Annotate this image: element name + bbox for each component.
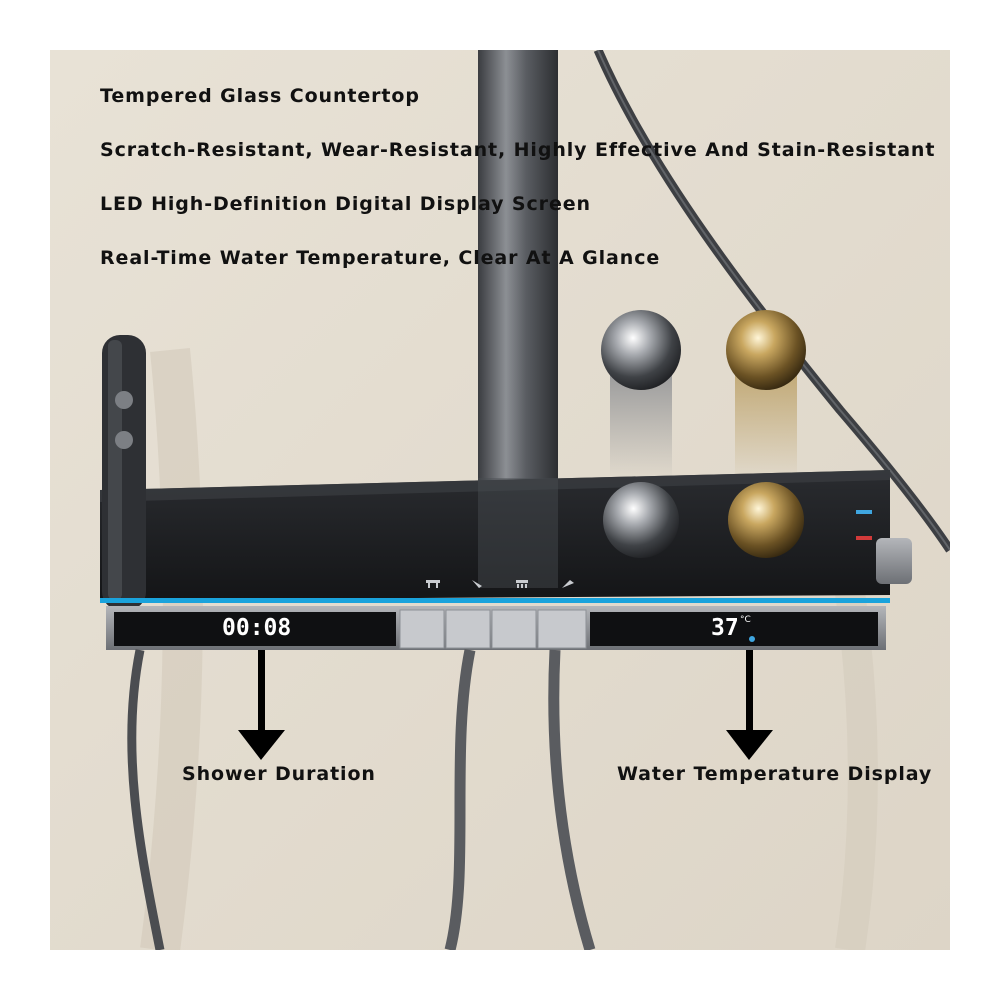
main-shower-pipe (478, 50, 558, 490)
feature-tempered-glass: Tempered Glass Countertop (100, 85, 420, 107)
shower-duration-label: Shower Duration (182, 763, 376, 785)
temperature-unit: °C (740, 615, 751, 625)
tub-mode-button (399, 609, 445, 649)
handheld-mode-icon (472, 580, 482, 588)
gold-knob (728, 482, 804, 558)
lower-hose (444, 648, 476, 950)
duration-arrow (238, 650, 285, 760)
glass-countertop (100, 470, 890, 600)
led-light-strip (100, 598, 890, 603)
feature-realtime-temperature: Real-Time Water Temperature, Clear At A … (100, 247, 661, 269)
duration-screen (114, 612, 396, 646)
gold-knob-floating (726, 310, 806, 390)
temperature-dial (876, 538, 912, 584)
lower-hose (548, 649, 596, 950)
chrome-knob-floating (601, 310, 681, 390)
water-temperature-display-label: Water Temperature Display (617, 763, 933, 785)
handheld-mode-button (445, 609, 491, 649)
cold-indicator (856, 510, 872, 514)
handheld-button (115, 391, 133, 409)
product-photo: Tempered Glass Countertop Scratch-Resist… (50, 50, 950, 950)
overhead-mode-button (491, 609, 537, 649)
mode-icons (426, 580, 574, 588)
shower-timer-readout: 00:08 (222, 615, 292, 641)
overhead-mode-icon (516, 580, 528, 583)
feature-led-display: LED High-Definition Digital Display Scre… (100, 193, 591, 215)
tub-mode-icon (426, 580, 440, 583)
temperature-readout: 37 (711, 615, 739, 641)
shower-panel-illustration (50, 50, 950, 950)
temperature-screen (590, 612, 878, 646)
water-drop-icon (749, 636, 755, 642)
chrome-knob (603, 482, 679, 558)
lower-hose (127, 649, 165, 950)
handheld-button (115, 431, 133, 449)
spray-mode-icon (562, 580, 574, 588)
temperature-arrow (726, 650, 773, 760)
spray-mode-button (537, 609, 587, 649)
hot-indicator (856, 536, 872, 540)
feature-scratch-resistant: Scratch-Resistant, Wear-Resistant, Highl… (100, 139, 936, 161)
